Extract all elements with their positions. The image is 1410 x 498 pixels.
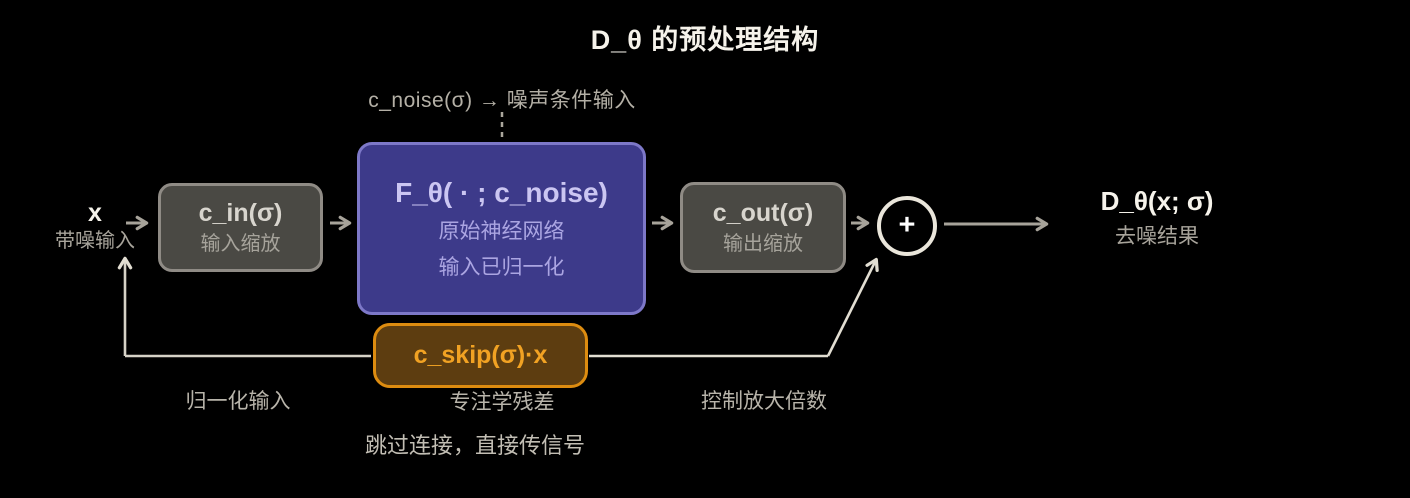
plus-sign: + (898, 208, 916, 241)
input-x-label: x 带噪输入 (25, 198, 165, 254)
annotation-learn-residual: 专注学残差 (449, 391, 555, 414)
output-caption: 去噪结果 (1115, 225, 1199, 248)
output-label: D_θ(x; σ) 去噪结果 (1067, 184, 1247, 252)
output-symbol: D_θ(x; σ) (1100, 186, 1214, 216)
c-skip-box: c_skip(σ)·x (373, 323, 588, 388)
c-out-subtitle: 输出缩放 (723, 233, 803, 255)
c-in-box: c_in(σ) 输入缩放 (158, 183, 323, 272)
f-theta-line1: 原始神经网络 (438, 219, 565, 243)
c-out-title: c_out(σ) (712, 199, 814, 227)
input-x-caption: 带噪输入 (55, 230, 135, 252)
f-theta-title: F_θ( · ; c_noise) (395, 176, 608, 208)
c-in-title: c_in(σ) (198, 199, 283, 227)
c-in-subtitle: 输入缩放 (200, 233, 281, 255)
annotation-control-gain: 控制放大倍数 (701, 390, 827, 413)
c-out-box: c_out(σ) 输出缩放 (680, 182, 846, 273)
noise-condition-label: c_noise(σ) → 噪声条件输入 (368, 89, 636, 112)
c-skip-title: c_skip(σ)·x (413, 341, 548, 369)
annotation-normalize-input: 归一化输入 (185, 390, 291, 413)
skip-arrow-to-sum (826, 257, 879, 357)
input-x-symbol: x (88, 199, 102, 227)
sum-node: + (877, 196, 937, 256)
f-theta-line2: 输入已归一化 (438, 255, 565, 279)
f-theta-box: F_θ( · ; c_noise) 原始神经网络 输入已归一化 (357, 142, 646, 315)
annotation-skip-note: 跳过连接，直接传信号 (364, 433, 585, 458)
diagram-title: D_θ 的预处理结构 (590, 25, 820, 55)
